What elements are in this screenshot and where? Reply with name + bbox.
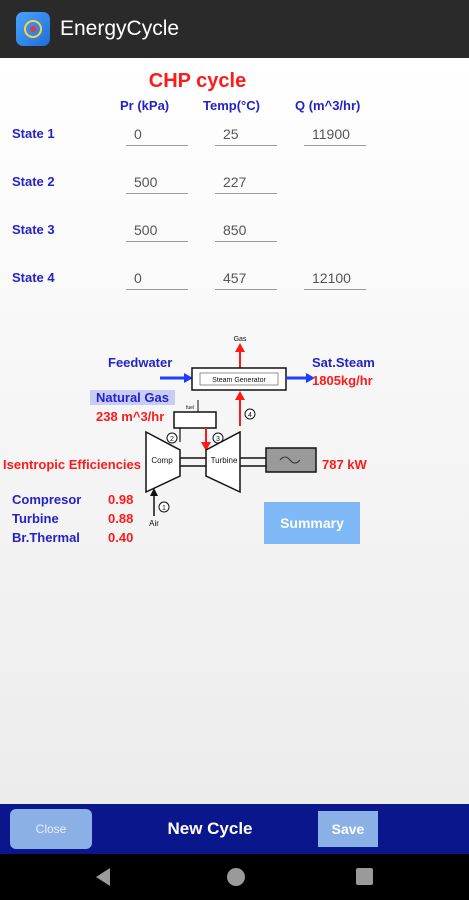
steam-generator-label: Steam Generator: [212, 377, 266, 384]
natural-gas-label: Natural Gas: [90, 390, 175, 405]
state-3-pressure-field[interactable]: 500: [126, 218, 188, 242]
state-1-flow-field[interactable]: 11900: [304, 122, 366, 146]
header-flow: Q (m^3/hr): [295, 98, 361, 113]
save-button[interactable]: Save: [318, 811, 378, 847]
gas-out-label: Gas: [234, 336, 247, 343]
state-2-temp-field[interactable]: 227: [215, 170, 277, 194]
state-3-temp-field[interactable]: 850: [215, 218, 277, 242]
feedwater-label: Feedwater: [108, 355, 173, 370]
compressor-shape: [145, 430, 181, 494]
system-nav-bar: [0, 854, 469, 900]
app-logo-icon: [16, 12, 50, 46]
state-4-flow-field[interactable]: 12100: [304, 266, 366, 290]
close-button[interactable]: Close: [10, 809, 92, 849]
state-4-temp-field[interactable]: 457: [215, 266, 277, 290]
steam-rate-value: 1805kg/hr: [312, 373, 373, 388]
state-2-label: State 2: [12, 174, 55, 189]
state-4-label: State 4: [12, 270, 55, 285]
state-4-pressure-field[interactable]: 0: [126, 266, 188, 290]
svg-text:2: 2: [170, 436, 174, 443]
gas-rate-value: 238 m^3/hr: [96, 409, 165, 424]
app-title: EnergyCycle: [60, 17, 180, 40]
bottom-action-bar: Close New Cycle Save: [0, 804, 469, 854]
state-1-pressure-field[interactable]: 0: [126, 122, 188, 146]
compressor-eff-label: Compresor: [12, 492, 82, 507]
electric-generator-box: [265, 447, 317, 473]
new-cycle-title[interactable]: New Cycle: [167, 819, 253, 838]
compressor-label: Comp: [151, 456, 173, 465]
thermal-eff-value[interactable]: 0.40: [108, 530, 134, 545]
cycle-title: CHP cycle: [148, 70, 247, 92]
header-pressure: Pr (kPa): [120, 98, 170, 113]
turbine-eff-label: Turbine: [12, 511, 59, 526]
state-2-pressure-field[interactable]: 500: [126, 170, 188, 194]
state-1-label: State 1: [12, 126, 55, 141]
home-icon[interactable]: [227, 868, 245, 886]
svg-text:3: 3: [216, 436, 220, 443]
air-label: Air: [149, 519, 159, 528]
turbine-label: Turbine: [211, 456, 238, 465]
summary-button[interactable]: Summary: [264, 502, 360, 544]
svg-text:fuel: fuel: [186, 405, 194, 411]
state-1-temp-field[interactable]: 25: [215, 122, 277, 146]
svg-text:1: 1: [162, 505, 166, 512]
sat-steam-label: Sat.Steam: [312, 355, 375, 370]
efficiencies-title: Isentropic Efficiencies: [3, 457, 141, 472]
header-temp: Temp(°C): [203, 98, 260, 113]
svg-text:4: 4: [248, 412, 252, 419]
back-icon[interactable]: [96, 868, 110, 886]
turbine-eff-value[interactable]: 0.88: [108, 511, 134, 526]
state-3-label: State 3: [12, 222, 55, 237]
combustor-box: [173, 411, 217, 429]
turbine-shape: [205, 430, 241, 494]
chp-diagram: Gas Steam Generator 4 fuel 2 3 Comp Turb…: [145, 336, 317, 528]
main-content: [0, 58, 469, 804]
thermal-eff-label: Br.Thermal: [12, 530, 80, 545]
power-output-value: 787 kW: [322, 457, 367, 472]
compressor-eff-value[interactable]: 0.98: [108, 492, 134, 507]
recent-apps-icon[interactable]: [356, 868, 373, 885]
app-bar: EnergyCycle: [0, 0, 469, 58]
